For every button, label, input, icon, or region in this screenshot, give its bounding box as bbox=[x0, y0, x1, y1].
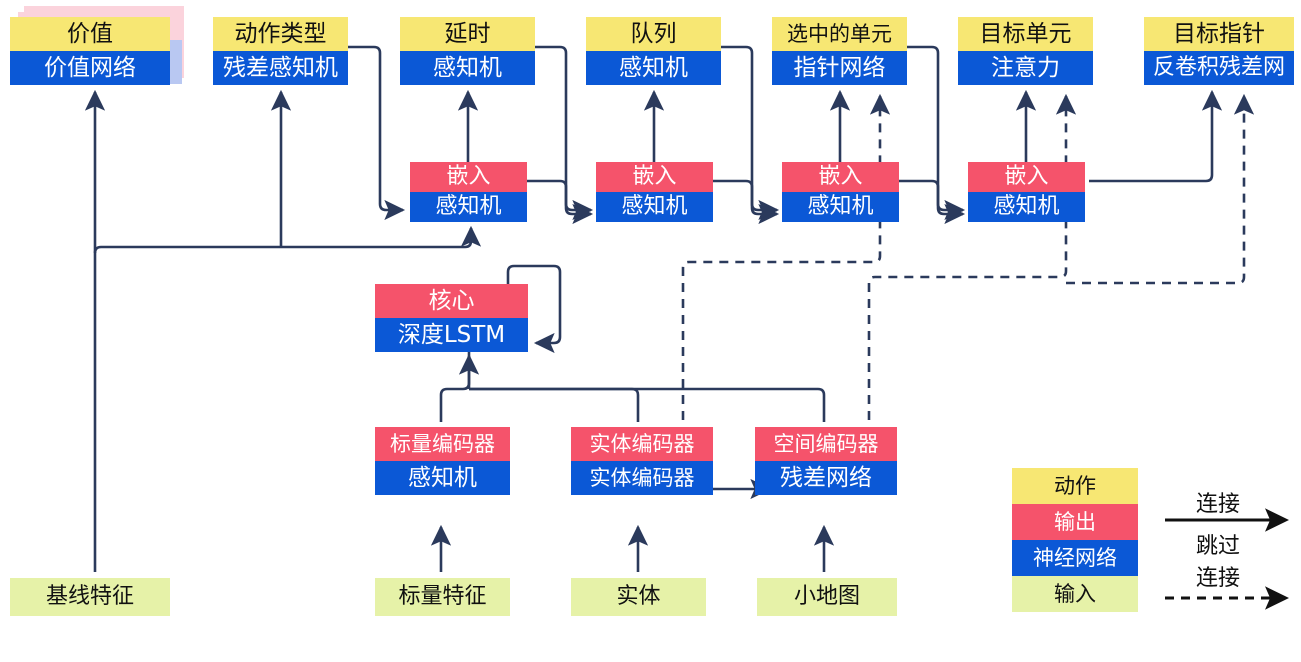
node-entities[interactable]: 实体 bbox=[571, 578, 706, 616]
node-value-top: 价值 bbox=[10, 17, 170, 51]
node-scalar-features[interactable]: 标量特征 bbox=[375, 578, 510, 616]
node-embed-1-top: 嵌入 bbox=[410, 162, 527, 192]
node-target-unit-top: 目标单元 bbox=[958, 17, 1093, 51]
node-scalar-encoder[interactable]: 标量编码器 感知机 bbox=[375, 427, 510, 495]
node-action-type-bottom: 残差感知机 bbox=[213, 51, 348, 85]
node-core[interactable]: 核心 深度LSTM bbox=[375, 284, 528, 352]
wire-embed4-to-target-point bbox=[1089, 89, 1223, 183]
node-queue[interactable]: 队列 感知机 bbox=[586, 17, 721, 85]
node-spatial-encoder-top: 空间编码器 bbox=[755, 427, 897, 461]
node-delay-top: 延时 bbox=[400, 17, 535, 51]
node-target-unit-bottom: 注意力 bbox=[958, 51, 1093, 85]
node-action-type-top: 动作类型 bbox=[213, 17, 348, 51]
node-action-type[interactable]: 动作类型 残差感知机 bbox=[213, 17, 348, 85]
node-embed-2[interactable]: 嵌入 感知机 bbox=[596, 162, 713, 222]
node-core-bottom: 深度LSTM bbox=[375, 318, 528, 352]
node-selected-units-bottom: 指针网络 bbox=[772, 51, 907, 85]
node-embed-3-bottom: 感知机 bbox=[782, 192, 899, 222]
node-target-point-bottom: 反卷积残差网 bbox=[1144, 51, 1294, 85]
wire-core-self-loop bbox=[506, 264, 562, 354]
node-target-unit[interactable]: 目标单元 注意力 bbox=[958, 17, 1093, 85]
legend-skip-label-line1: 跳过 bbox=[1196, 534, 1241, 559]
node-embed-4-top: 嵌入 bbox=[968, 162, 1085, 192]
wire-actiontype-to-embed1 bbox=[348, 45, 406, 221]
node-entity-encoder[interactable]: 实体编码器 实体编码器 bbox=[571, 427, 713, 495]
skip-spatial-to-target-unit bbox=[867, 93, 1077, 452]
node-target-point-top: 目标指针 bbox=[1144, 17, 1294, 51]
wire-core-rail-left bbox=[93, 245, 465, 254]
node-scalar-encoder-bottom: 感知机 bbox=[375, 461, 510, 495]
node-value[interactable]: 价值 价值网络 bbox=[10, 17, 170, 85]
node-selected-units[interactable]: 选中的单元 指针网络 bbox=[772, 17, 907, 85]
node-embed-2-bottom: 感知机 bbox=[596, 192, 713, 222]
node-core-top: 核心 bbox=[375, 284, 528, 318]
node-delay-bottom: 感知机 bbox=[400, 51, 535, 85]
wire-scalar-to-core-seg bbox=[439, 352, 471, 422]
node-embed-2-top: 嵌入 bbox=[596, 162, 713, 192]
node-embed-3-top: 嵌入 bbox=[782, 162, 899, 192]
node-selected-units-top: 选中的单元 bbox=[772, 17, 907, 51]
legend-connection-label: 连接 bbox=[1196, 492, 1241, 517]
node-queue-bottom: 感知机 bbox=[586, 51, 721, 85]
legend-swatch-output: 输出 bbox=[1012, 504, 1138, 540]
node-value-bottom: 价值网络 bbox=[10, 51, 170, 85]
skip-entity-to-selected-units bbox=[681, 93, 891, 452]
wire-delay-to-embed2 bbox=[534, 45, 594, 221]
legend: 动作 输出 神经网络 输入 bbox=[1012, 468, 1138, 612]
node-entity-encoder-bottom: 实体编码器 bbox=[571, 461, 713, 495]
legend-skip-label-line2: 连接 bbox=[1196, 566, 1241, 591]
node-target-point[interactable]: 目标指针 反卷积残差网 bbox=[1144, 17, 1294, 85]
node-entity-encoder-top: 实体编码器 bbox=[571, 427, 713, 461]
node-embed-1-bottom: 感知机 bbox=[410, 192, 527, 222]
wire-spatial-to-core bbox=[469, 387, 826, 422]
wire-queue-to-embed3 bbox=[720, 45, 780, 221]
legend-swatch-input: 输入 bbox=[1012, 576, 1138, 612]
legend-swatch-action: 动作 bbox=[1012, 468, 1138, 504]
node-embed-4[interactable]: 嵌入 感知机 bbox=[968, 162, 1085, 222]
node-scalar-encoder-top: 标量编码器 bbox=[375, 427, 510, 461]
value-stack-ghost-blue bbox=[168, 40, 182, 84]
legend-arrows bbox=[1165, 508, 1289, 610]
wire-core-to-embed1 bbox=[460, 225, 482, 249]
node-spatial-encoder[interactable]: 空间编码器 残差网络 bbox=[755, 427, 897, 495]
legend-swatch-network: 神经网络 bbox=[1012, 540, 1138, 576]
node-spatial-encoder-bottom: 残差网络 bbox=[755, 461, 897, 495]
node-delay[interactable]: 延时 感知机 bbox=[400, 17, 535, 85]
node-embed-1[interactable]: 嵌入 感知机 bbox=[410, 162, 527, 222]
node-queue-top: 队列 bbox=[586, 17, 721, 51]
wire-selected-to-embed4 bbox=[906, 45, 966, 221]
node-embed-4-bottom: 感知机 bbox=[968, 192, 1085, 222]
wire-entity-to-core bbox=[469, 387, 640, 422]
node-baseline-features[interactable]: 基线特征 bbox=[10, 578, 170, 616]
node-embed-3[interactable]: 嵌入 感知机 bbox=[782, 162, 899, 222]
node-minimap[interactable]: 小地图 bbox=[757, 578, 897, 616]
skip-to-target-point bbox=[1066, 93, 1255, 285]
